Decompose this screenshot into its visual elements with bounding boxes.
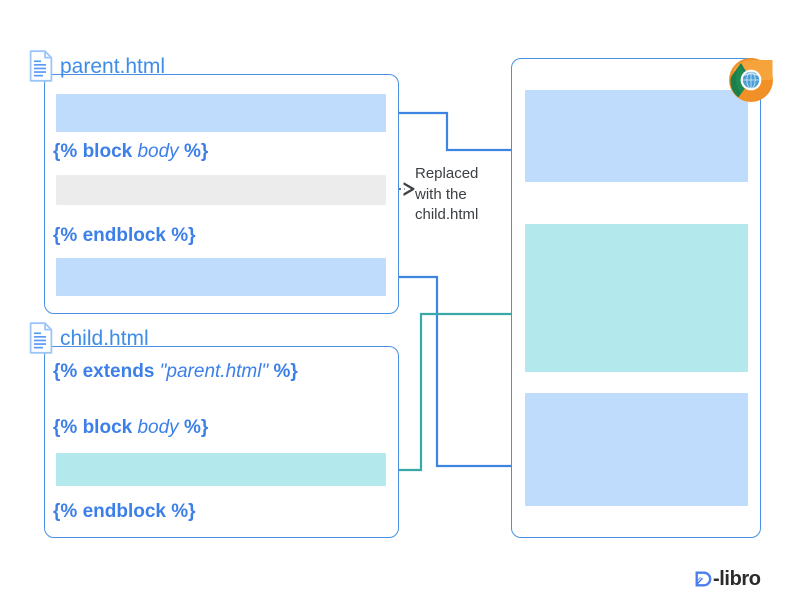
replaced-note: Replaced with the child.html <box>415 165 479 224</box>
rendered-header-block <box>525 90 748 182</box>
brand-name: -libro <box>713 568 761 590</box>
parent-header-bar <box>56 94 386 132</box>
child-file-name: child.html <box>60 326 149 350</box>
parent-code-block-body: {% block body %} <box>53 141 209 162</box>
child-file-label: child.html <box>28 322 149 354</box>
child-code-extends: {% extends "parent.html" %} <box>53 361 298 382</box>
rendered-body-block <box>525 224 748 372</box>
child-body-bar <box>56 453 386 486</box>
child-html-card <box>44 346 399 538</box>
document-icon <box>29 50 53 82</box>
child-code-block-body: {% block body %} <box>53 417 209 438</box>
wire-parent-header-to-block1 <box>386 111 515 150</box>
wire-parent-footer-to-block3 <box>386 275 515 466</box>
parent-code-endblock: {% endblock %} <box>53 225 196 246</box>
parent-file-name: parent.html <box>60 54 166 78</box>
d-libro-mark-icon <box>695 571 712 587</box>
chrome-logo-icon <box>729 58 773 102</box>
brand-logo: -libro <box>694 569 761 589</box>
parent-file-label: parent.html <box>28 50 165 82</box>
child-code-endblock: {% endblock %} <box>53 501 196 522</box>
browser-window <box>511 58 761 538</box>
parent-footer-bar <box>56 258 386 296</box>
parent-block-placeholder-bar <box>56 175 386 205</box>
document-icon <box>29 322 53 354</box>
wire-child-body-to-block2 <box>386 314 515 472</box>
rendered-footer-block <box>525 393 748 506</box>
